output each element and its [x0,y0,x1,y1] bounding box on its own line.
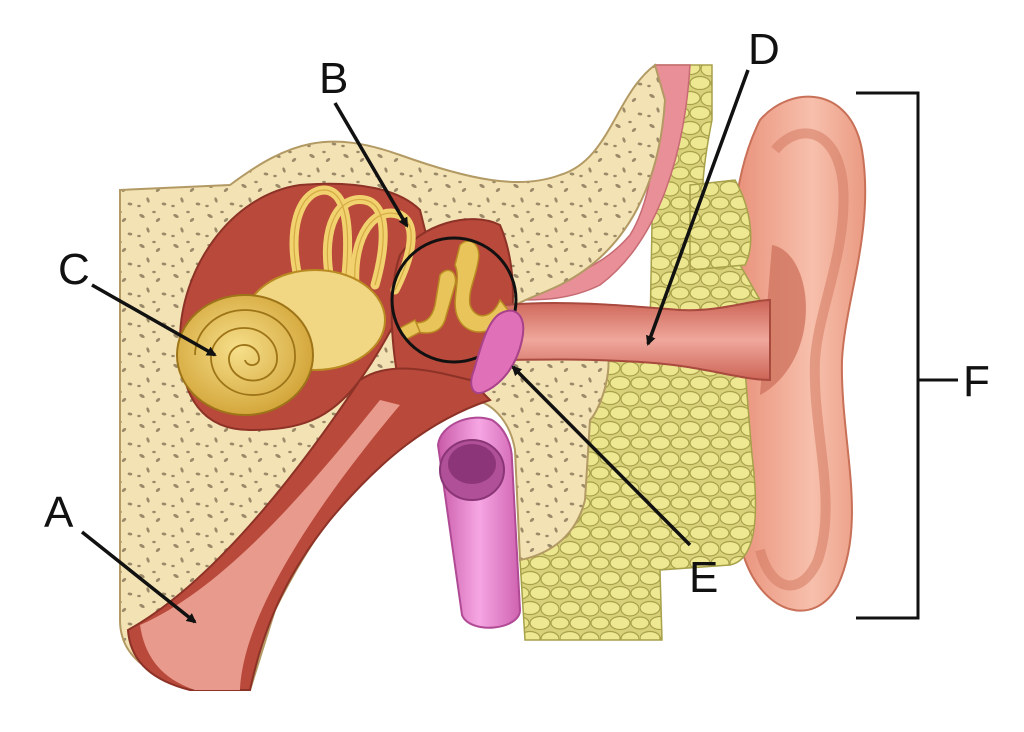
eardrum [470,309,525,395]
label-a: A [44,488,74,537]
label-c: C [58,245,90,294]
eustachian-tube [436,416,522,629]
label-arrows [80,69,750,624]
arrow-a [80,530,197,624]
label-f: F [963,357,990,406]
outer-ear-pinna [731,95,867,612]
ossicles-highlight-circle [390,236,518,364]
label-e: E [689,553,718,602]
ossicles [399,240,509,342]
label-b: B [319,54,348,103]
arrow-b [333,102,409,228]
arrow-d [646,69,750,346]
arrow-c [91,283,217,357]
label-d: D [748,25,780,74]
ear-canal [498,298,771,382]
cochlea [176,269,386,416]
bracket-f [856,91,958,620]
eustachian-lumen [140,400,400,690]
arrow-e [511,365,692,547]
